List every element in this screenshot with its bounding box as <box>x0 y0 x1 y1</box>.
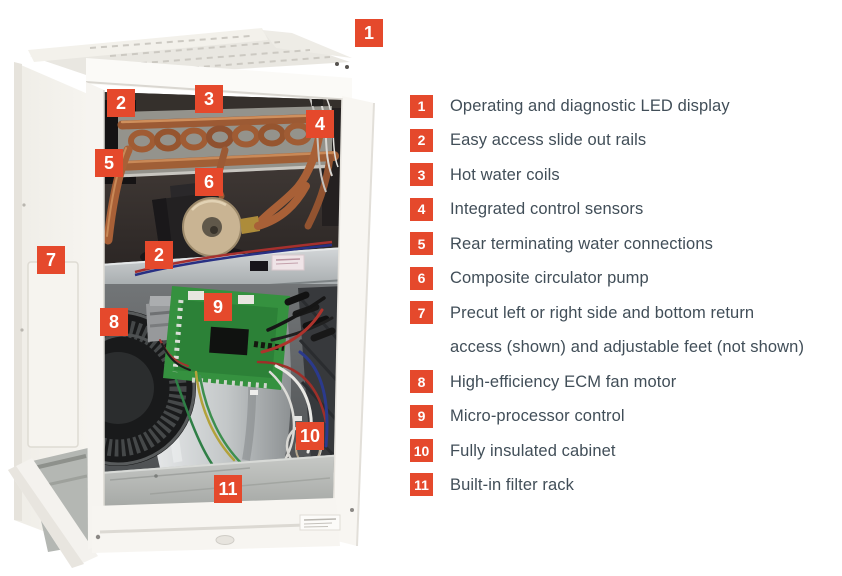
legend-item-label: Composite circulator pump <box>450 269 649 288</box>
legend-number-badge: 2 <box>410 128 433 152</box>
air-handler-illustration <box>8 28 375 568</box>
legend-item-label: Precut left or right side and bottom ret… <box>450 303 805 357</box>
callout-2-slide-rails-upper: 2 <box>107 89 135 117</box>
control-board <box>163 286 290 390</box>
top-fascia <box>86 58 352 102</box>
legend-item-label: Easy access slide out rails <box>450 131 647 150</box>
legend-item-label: Micro-processor control <box>450 407 625 426</box>
legend-item-label: Integrated control sensors <box>450 200 644 219</box>
callout-7-return-access: 7 <box>37 246 65 274</box>
legend-number-badge: 5 <box>410 232 433 256</box>
filter-slot <box>99 522 335 534</box>
discharge-vent-slats <box>89 35 331 71</box>
callout-1-led-display: 1 <box>355 19 383 47</box>
legend-number-badge: 1 <box>410 94 433 118</box>
legend-item: 7 Precut left or right side and bottom r… <box>410 296 836 365</box>
screw <box>95 534 101 540</box>
callout-8-ecm-fan-motor: 8 <box>100 308 128 336</box>
legend-item-label: Built-in filter rack <box>450 475 574 494</box>
legend-item: 11 Built-in filter rack <box>410 468 836 502</box>
air-handler-figure: 1 2 3 4 5 6 2 7 8 9 10 11 <box>0 0 400 576</box>
legend-number-badge: 7 <box>410 301 433 325</box>
callout-2-slide-rails-lower: 2 <box>145 241 173 269</box>
cabinet-front-frame <box>86 82 375 550</box>
legend-item: 4 Integrated control sensors <box>410 192 836 226</box>
legend-item-label: Operating and diagnostic LED display <box>450 97 730 115</box>
legend-item: 10 Fully insulated cabinet <box>410 434 836 468</box>
filter-rack <box>92 498 341 553</box>
legend-item: 3 Hot water coils <box>410 158 836 192</box>
callout-3-hot-water-coils: 3 <box>195 85 223 113</box>
legend-number-badge: 8 <box>410 370 433 394</box>
feature-legend: 1 Operating and diagnostic LED display 2… <box>410 89 836 502</box>
legend-number-badge: 10 <box>410 439 433 463</box>
legend-number-badge: 11 <box>410 473 433 497</box>
legend-number-badge: 9 <box>410 404 433 428</box>
callout-6-circulator-pump: 6 <box>195 168 223 196</box>
legend-number-badge: 4 <box>410 197 433 221</box>
screw <box>335 62 339 66</box>
legend-item-label: Hot water coils <box>450 165 560 184</box>
legend-item-label: High-efficiency ECM fan motor <box>450 372 677 391</box>
precut-return-access-outline <box>27 261 79 448</box>
callout-9-microprocessor: 9 <box>204 293 232 321</box>
legend-item: 2 Easy access slide out rails <box>410 123 836 157</box>
legend-number-badge: 6 <box>410 266 433 290</box>
hot-water-coil <box>104 113 339 245</box>
legend-item-label: Fully insulated cabinet <box>450 441 616 460</box>
brass-fitting <box>240 216 260 234</box>
callout-4-control-sensors: 4 <box>306 110 334 138</box>
callout-11-filter-rack: 11 <box>214 475 242 503</box>
legend-item: 5 Rear terminating water connections <box>410 227 836 261</box>
legend-item: 9 Micro-processor control <box>410 399 836 433</box>
legend-number-badge: 3 <box>410 163 433 187</box>
shelf-label <box>271 254 305 271</box>
legend-item: 1 Operating and diagnostic LED display <box>410 89 836 123</box>
legend-item-label: Rear terminating water connections <box>450 234 713 253</box>
unit-label <box>299 514 341 531</box>
cabinet-side-panel <box>8 62 98 568</box>
legend-item: 8 High-efficiency ECM fan motor <box>410 365 836 399</box>
screw <box>350 508 354 512</box>
legend-item: 6 Composite circulator pump <box>410 261 836 295</box>
shelf-wire-blue <box>134 243 333 277</box>
cabinet-top-panel <box>28 28 353 102</box>
callout-5-water-connections: 5 <box>95 149 123 177</box>
rear-water-connection-pipe <box>104 145 133 245</box>
callout-10-insulated-cabinet: 10 <box>296 422 324 450</box>
screw <box>345 65 349 69</box>
